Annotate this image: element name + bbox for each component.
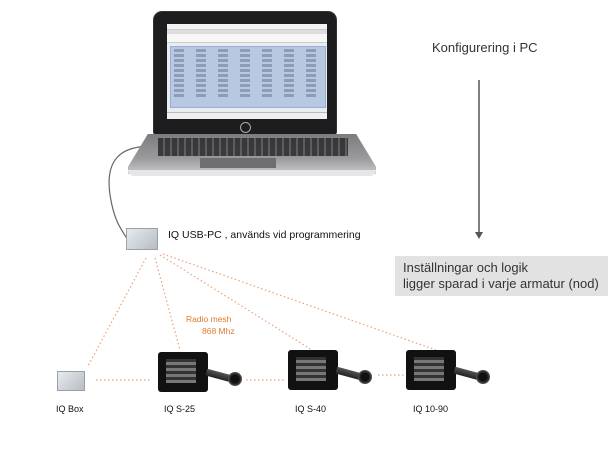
node-label-iq-box: IQ Box bbox=[56, 404, 84, 414]
settings-line-1: Inställningar och logik bbox=[403, 260, 529, 275]
hp-logo-icon bbox=[240, 122, 251, 133]
iq-usb-pc-device-icon bbox=[126, 228, 158, 250]
node-label-iq-s40: IQ S-40 bbox=[295, 404, 327, 414]
usb-cable bbox=[108, 145, 153, 241]
laptop-keyboard bbox=[158, 138, 348, 156]
settings-info-box: Inställningar och logik ligger sparad i … bbox=[395, 256, 608, 296]
node-label-iq-s25: IQ S-25 bbox=[164, 404, 196, 414]
mesh-line-to-iq-box bbox=[87, 257, 147, 367]
laptop-screen-config-app bbox=[167, 24, 327, 119]
mesh-line-to-iq-10-90 bbox=[162, 253, 437, 351]
radio-mesh-lines bbox=[87, 253, 437, 381]
mesh-line-to-iq-s25 bbox=[154, 257, 181, 351]
app-tabs bbox=[167, 30, 327, 34]
radio-mesh-line-1: Radio mesh bbox=[186, 314, 232, 324]
usb-device-label: IQ USB-PC , används vid programmering bbox=[168, 229, 361, 241]
app-settings-panel bbox=[170, 46, 326, 108]
flow-arrow-head bbox=[475, 232, 483, 239]
iq-10-90-luminaire-icon bbox=[406, 350, 496, 395]
iq-s25-luminaire-icon bbox=[158, 352, 248, 397]
iq-box-device-icon bbox=[57, 371, 85, 391]
mesh-line-to-iq-s40 bbox=[159, 254, 313, 351]
radio-mesh-label: Radio mesh 868 Mhz bbox=[186, 313, 235, 337]
app-statusbar bbox=[167, 112, 327, 119]
iq-s40-luminaire-icon bbox=[288, 350, 378, 395]
app-titlebar bbox=[167, 24, 327, 30]
node-label-iq-10-90: IQ 10-90 bbox=[413, 404, 449, 414]
laptop-touchpad bbox=[200, 158, 276, 168]
app-toolbar bbox=[167, 34, 327, 43]
config-pc-heading: Konfigurering i PC bbox=[432, 40, 538, 55]
laptop-base-edge bbox=[128, 170, 376, 176]
radio-frequency: 868 Mhz bbox=[202, 326, 235, 336]
settings-line-2: ligger sparad i varje armatur (nod) bbox=[403, 276, 599, 291]
